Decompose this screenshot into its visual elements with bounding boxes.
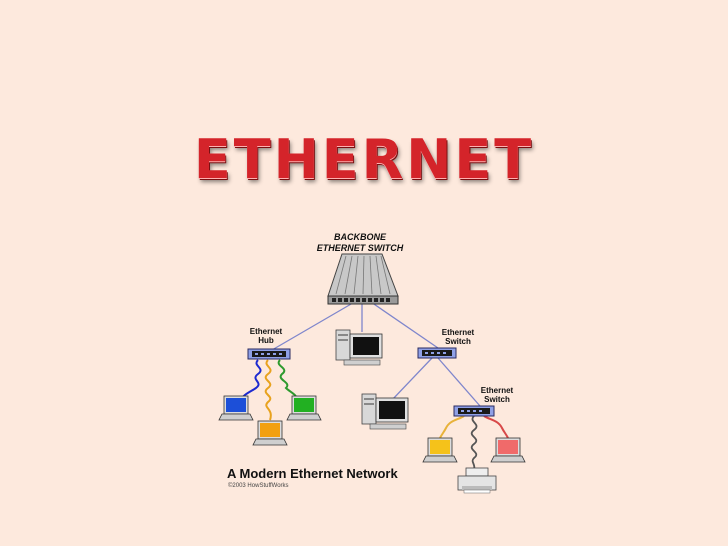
switch-b-label-line2: Switch (484, 395, 510, 404)
switch-a-label-line2: Switch (445, 337, 471, 346)
desktop-pc-icon (335, 329, 383, 366)
cable-hub-green-laptop (277, 359, 299, 401)
switch-b-icon (453, 405, 495, 417)
link-backbone-switch-a (367, 299, 439, 349)
switch-a-icon (417, 347, 457, 359)
cable-hub-blue-laptop (237, 359, 262, 403)
backbone-label-line2: ETHERNET SWITCH (317, 243, 404, 253)
laptop-icon (422, 437, 458, 463)
switch-a-label-line1: Ethernet (442, 328, 475, 337)
backbone-label-line1: BACKBONE (334, 232, 387, 242)
diagram-credit: ©2003 HowStuffWorks (228, 482, 289, 489)
slide-title: ETHERNET (193, 128, 535, 191)
link-backbone-hub (271, 299, 359, 351)
cable-switch-yellow-laptop (439, 415, 465, 439)
desktop-pc-icon (361, 393, 409, 430)
backbone-switch-icon (327, 253, 399, 305)
hub-label-line1: Ethernet (250, 327, 283, 336)
laptop-icon (490, 437, 526, 463)
laptop-icon (252, 420, 288, 446)
link-switch-a-pc (391, 357, 433, 401)
laptop-icon (218, 395, 254, 421)
hub-label-line2: Hub (258, 336, 274, 345)
cable-switch-red-laptop (483, 415, 509, 439)
cable-hub-orange-laptop (264, 359, 272, 421)
diagram-caption: A Modern Ethernet Network (227, 466, 398, 481)
cable-switch-printer (470, 415, 478, 471)
laptop-icon (286, 395, 322, 421)
hub-icon (247, 348, 291, 360)
printer-icon (457, 467, 497, 494)
link-switch-a-switch-b (437, 357, 481, 407)
switch-b-label-line1: Ethernet (481, 386, 514, 395)
